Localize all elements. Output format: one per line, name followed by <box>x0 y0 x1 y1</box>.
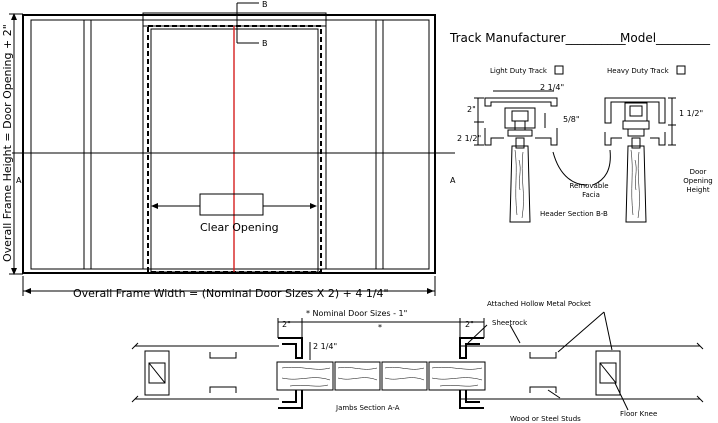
jambs-section-detail <box>131 311 704 411</box>
nominal-star-mark: * <box>378 323 382 332</box>
section-a-right: A <box>450 176 456 185</box>
section-b-top: B <box>262 0 268 9</box>
section-a-left: A <box>16 176 22 185</box>
overall-height-label: Overall Frame Height = Door Opening + 2" <box>1 24 14 262</box>
attached-pocket-label: Attached Hollow Metal Pocket <box>487 300 591 308</box>
light-duty-label: Light Duty Track <box>490 67 548 75</box>
sheetrock-label: Sheetrock <box>492 319 528 327</box>
dim-1-1-2-header: 1 1/2" <box>679 109 703 118</box>
dim-5-8-header: 5/8" <box>563 115 580 124</box>
jamb-dim-2-1-4: 2 1/4" <box>313 342 337 351</box>
dim-2-header: 2" <box>467 105 476 114</box>
header-section-caption: Header Section B-B <box>540 210 608 218</box>
light-duty-track-detail <box>474 90 558 223</box>
heavy-duty-checkbox[interactable] <box>676 65 686 75</box>
dim-2-1-2-header: 2 1/2" <box>457 134 481 143</box>
frame-elevation <box>9 2 455 296</box>
heavy-duty-label: Heavy Duty Track <box>607 67 670 75</box>
clear-opening-box <box>199 193 264 216</box>
clear-opening-label: Clear Opening <box>200 221 279 234</box>
track-manufacturer-label: Track Manufacturer__________ <box>449 31 627 45</box>
removable-label: Removable <box>569 182 608 190</box>
floor-knee-label: Floor Knee <box>620 410 657 418</box>
door-opening-height-2: Opening <box>683 177 713 185</box>
heavy-duty-track-detail <box>604 97 676 223</box>
studs-label: Wood or Steel Studs <box>510 415 581 423</box>
jamb-dim-2-left: 2" <box>282 320 291 329</box>
door-opening-height-1: Door <box>690 168 707 176</box>
dim-2-1-4-header: 2 1/4" <box>540 83 564 92</box>
door-opening-height-3: Height <box>686 186 709 194</box>
nominal-door-sizes-label: * Nominal Door Sizes - 1" <box>306 309 407 318</box>
model-label: Model_________ <box>620 31 711 45</box>
light-duty-checkbox[interactable] <box>554 65 564 75</box>
overall-width-label: Overall Frame Width = (Nominal Door Size… <box>73 287 389 300</box>
jamb-dim-2-right: 2" <box>465 320 474 329</box>
facia-label: Facia <box>582 191 600 199</box>
jambs-section-caption: Jambs Section A-A <box>335 404 400 412</box>
section-b-bottom: B <box>262 39 268 48</box>
